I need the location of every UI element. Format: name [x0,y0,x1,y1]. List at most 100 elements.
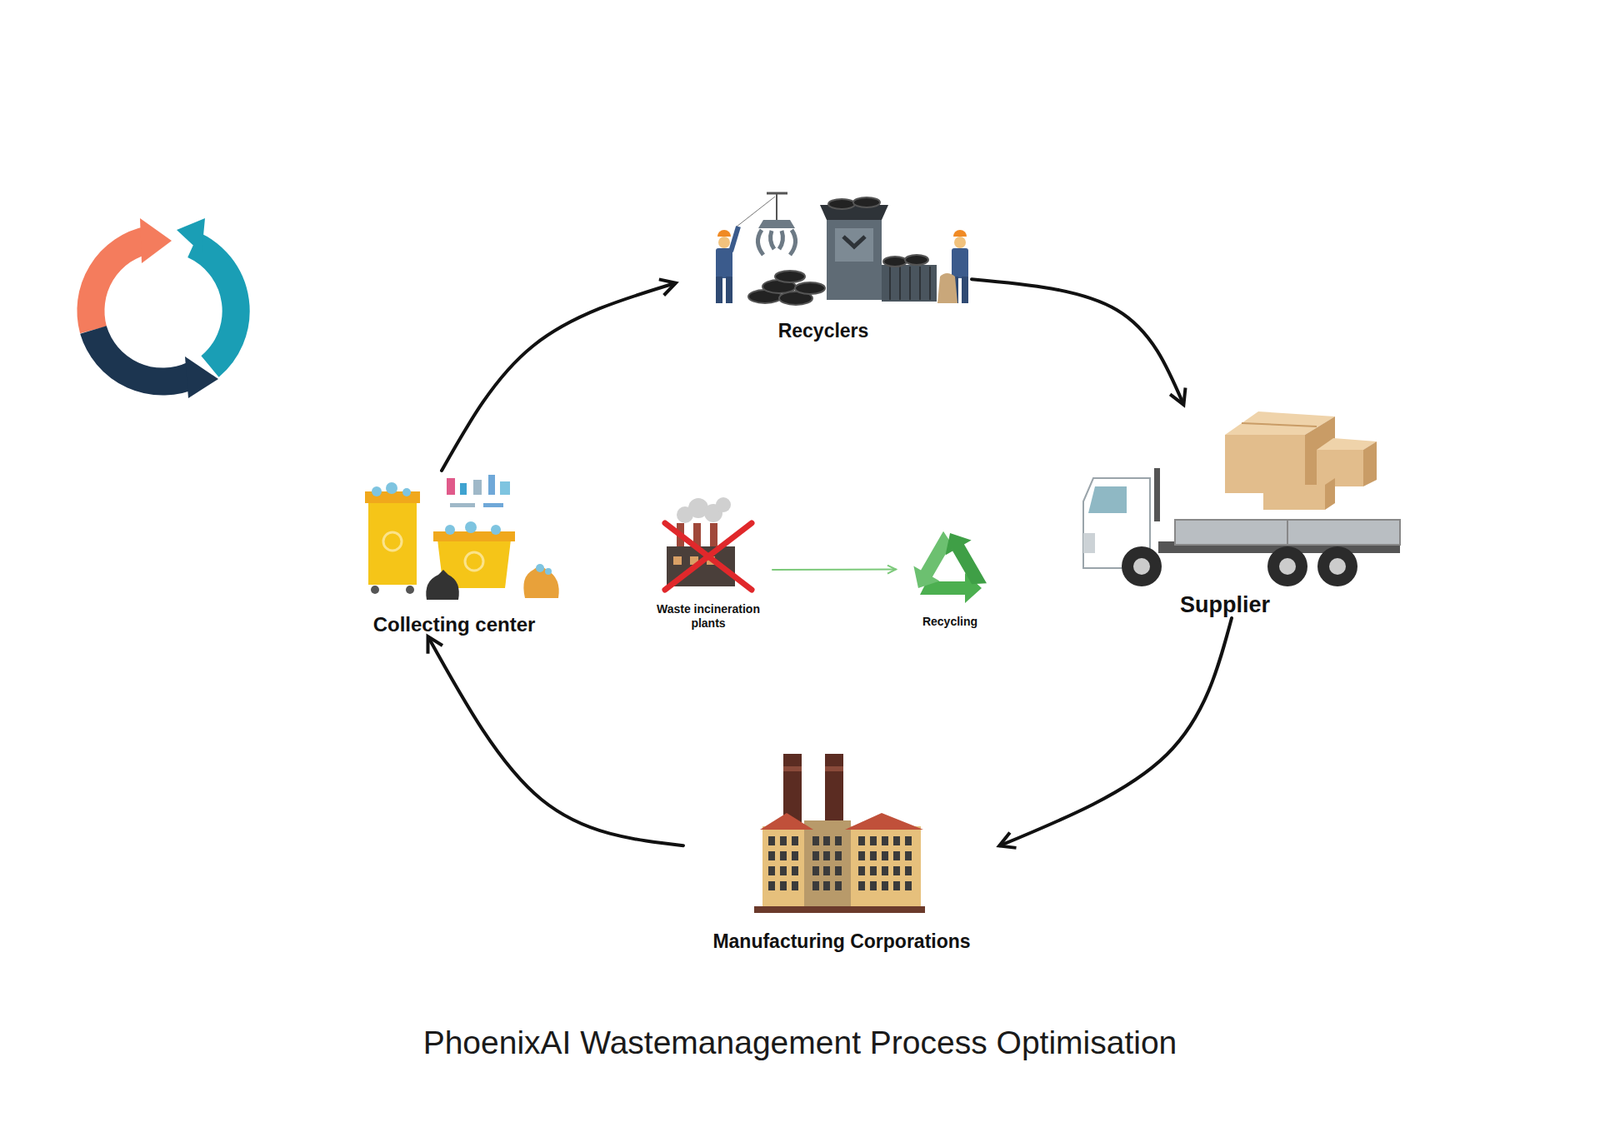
collecting-bins [370,585,380,595]
recyclers-station: Recyclers [675,183,972,344]
recyclers-illustration [843,236,865,247]
supplier-truck [1121,546,1162,587]
recyclers-illustration [951,248,969,279]
diagram-title: PhoenixAI Wastemanagement Process Optimi… [0,1025,1600,1062]
supplier-truck [1263,485,1325,510]
recyclers-illustration [795,282,825,295]
logo-cycle [185,356,219,399]
recyclers-illustration [718,236,730,249]
manufacturing-factory [835,851,842,861]
manufacturing-factory [893,881,900,891]
recycling-symbol [936,525,994,595]
recycling-symbol [905,525,994,604]
incineration-plant [710,523,718,549]
manufacturing-factory [783,766,802,772]
recyclers-illustration [730,226,739,252]
manufacturing-factory [881,881,889,891]
manufacturing-factory [881,836,889,846]
collecting-bins [385,482,398,495]
logo-cycle [90,218,236,399]
manufacturing-factory [791,866,799,876]
incineration-plant [665,523,752,590]
collecting-bins [405,585,415,595]
collecting-bins [465,521,477,534]
supplier-truck [1083,411,1400,587]
flow-arrow [1000,618,1232,846]
supplier-truck [1325,478,1335,510]
manufacturing-factory [780,881,787,891]
recyclers-illustration [835,228,874,262]
manufacturing-factory [845,813,924,830]
supplier-truck [1088,486,1127,514]
supplier-truck [1121,546,1358,587]
collecting-bins [535,564,545,573]
logo-cycle [93,330,194,382]
incineration-plant [673,556,682,565]
incineration-plant [665,523,752,590]
flow-arrow [971,279,1184,405]
collecting-bins [371,486,382,497]
manufacturing-factory [905,866,912,876]
manufacturing-plant: Manufacturing Corporations [683,750,1000,955]
supplier-truck [1267,546,1308,587]
recyclers-illustration [899,266,901,300]
supplier-truck [1329,558,1346,575]
recyclers-illustration [715,193,969,305]
manufacturing-factory [812,866,820,876]
node-label: Supplier [1180,591,1270,619]
collecting-bins [402,488,411,497]
collecting-bins [450,503,475,508]
recyclers-illustration [775,193,778,220]
transition-arrow [772,569,896,572]
manufacturing-factory [858,851,865,861]
collecting-bins [465,552,484,571]
supplier-truck [1286,520,1289,545]
logo-cycle [140,218,172,264]
incineration-plant [676,497,731,524]
collecting-bins [371,482,411,497]
manufacturing-factory [823,866,830,876]
recyclers-illustration [954,236,966,249]
recyclers-illustration [881,265,937,302]
manufacturing-factory [768,866,775,876]
supplier-truck [1317,546,1358,587]
manufacturing-factory [791,881,799,891]
manufacturing-factory [881,851,889,861]
collecting-bins [425,570,460,600]
flow-arrow [441,283,675,471]
manufacturing-factory [823,851,830,861]
supplier-truck [1363,441,1377,487]
collecting-bins [483,503,504,508]
manufacturing-factory [823,881,830,891]
collecting-bins [368,500,417,585]
recyclers-illustration [905,255,929,265]
manufacturing-factory [893,866,900,876]
collecting-bins [460,483,467,495]
manufacturing-factory [858,881,865,891]
node-label: Manufacturing Corporations [712,930,970,955]
recyclers-illustration [889,266,891,300]
node-label: Waste incineration plants [649,602,768,631]
collecting-bins [383,532,402,551]
collecting-bins [445,525,455,535]
manufacturing-factory [768,881,775,891]
supplier-truck [1133,558,1150,575]
incineration-plant [715,497,731,513]
recyclers-illustration [919,266,921,300]
manufacturing-factory [905,851,912,861]
supplier-truck: Supplier [1058,404,1392,619]
manufacturing-factory [791,851,799,861]
recyclers-illustration [717,230,731,237]
manufacturing-factory [858,866,865,876]
manufacturing-factory [870,836,877,846]
recyclers-illustration [890,266,930,300]
logo-cycle [176,218,205,254]
supplier-truck [1133,558,1346,575]
recyclers-illustration [828,199,855,210]
supplier-truck [1175,520,1400,545]
collecting-bins [433,531,515,542]
node-label: Collecting center [373,613,536,638]
